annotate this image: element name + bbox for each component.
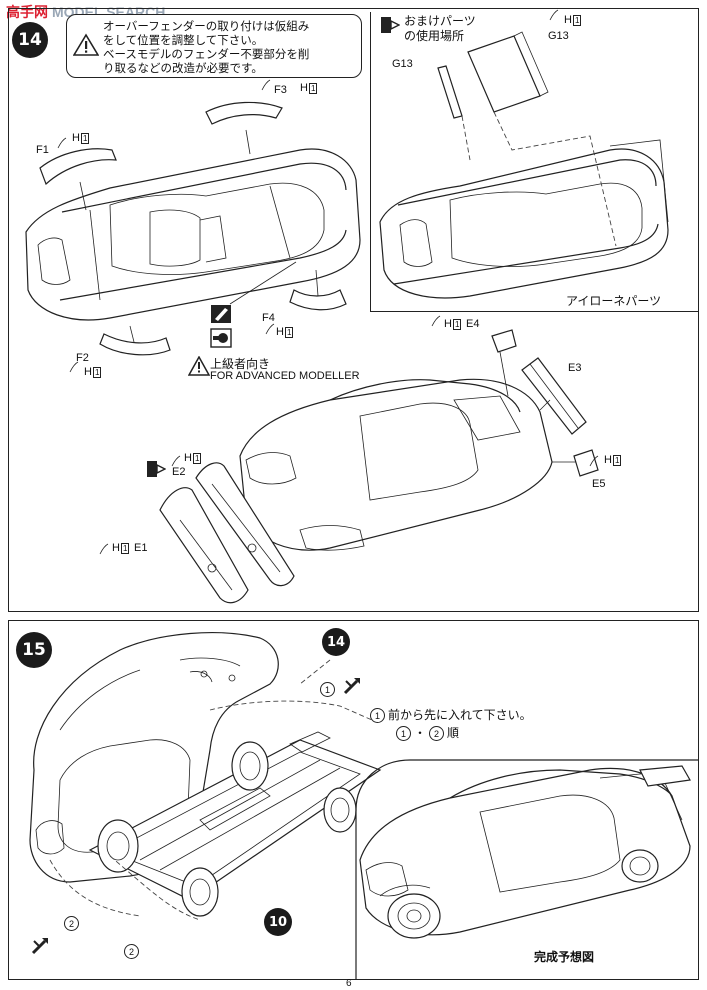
bonus-caption: アイローネパーツ	[566, 294, 662, 308]
part-g13-box	[467, 35, 541, 113]
part-e1-shape	[159, 487, 249, 604]
label-f3: F3	[274, 84, 287, 96]
step15-panel	[8, 620, 699, 980]
finished-car	[359, 765, 691, 939]
advanced-warning-icon	[188, 356, 210, 376]
label-e5: E5	[592, 478, 606, 490]
part-e5-shape	[573, 449, 599, 477]
step14-warning-note: オーバーフェンダーの取り付けは仮組み をして位置を調整して下さい。 ベースモデル…	[66, 14, 362, 78]
file-tool-icon	[210, 328, 232, 348]
bonus-parts-icon	[381, 17, 400, 33]
part-f3-shape	[205, 101, 283, 125]
cut-tool-icon	[211, 305, 231, 323]
step14-body-right	[379, 139, 669, 299]
step15-illustration	[29, 632, 699, 980]
part-g13-strip	[437, 65, 463, 119]
step14-illustration	[25, 9, 669, 604]
advanced-jp: 上級者向き	[210, 357, 271, 371]
page-number: 6	[346, 978, 352, 989]
part-f4-shape	[289, 289, 347, 311]
step15-note-num: 1	[370, 708, 385, 723]
finished-caption: 完成予想図	[534, 950, 595, 964]
part-f1-shape	[39, 148, 117, 186]
label-e1: E1	[134, 542, 148, 554]
bonus-area-frame	[370, 12, 372, 312]
label-e3: E3	[568, 362, 582, 374]
step14-body-lower	[239, 378, 553, 551]
step15-badge: 15	[16, 632, 52, 668]
part-e4-shape	[491, 329, 517, 353]
label-f1: F1	[36, 144, 49, 156]
insert-arrow-icon	[343, 678, 360, 695]
label-e2: E2	[172, 466, 186, 478]
part-e2-shape	[195, 462, 295, 587]
step14-warning-text: オーバーフェンダーの取り付けは仮組み をして位置を調整して下さい。 ベースモデル…	[103, 19, 310, 75]
glue-marks	[57, 9, 599, 555]
part-f2-shape	[99, 333, 171, 356]
step15-tag-2a: 2	[64, 916, 82, 931]
label-f4: F4	[262, 312, 275, 324]
advanced-en: FOR ADVANCED MODELLER	[210, 370, 360, 382]
step15-ref-10: 10	[264, 908, 292, 936]
bonus-title: おまけパーツ の使用場所	[404, 14, 476, 43]
insert-arrow-icon-2	[31, 938, 48, 955]
step14-panel	[8, 8, 699, 612]
step15-body	[29, 632, 279, 883]
step15-ref-14: 14	[322, 628, 350, 656]
step15-chassis	[88, 731, 382, 917]
step15-tag-2b: 2	[124, 944, 142, 959]
label-g13a: G13	[392, 58, 413, 70]
label-f2: F2	[76, 352, 89, 364]
label-e4: E4	[466, 318, 480, 330]
label-g13b: G13	[548, 30, 569, 42]
bonus-parts-icon-e2	[147, 461, 166, 477]
bonus-area-bottom	[370, 311, 699, 313]
step15-note-text: 前から先に入れて下さい。	[388, 708, 532, 722]
step15-tag-1: 1	[320, 682, 338, 697]
warning-icon	[73, 33, 99, 56]
step14-badge: 14	[12, 22, 48, 58]
step14-body-left	[25, 148, 361, 321]
